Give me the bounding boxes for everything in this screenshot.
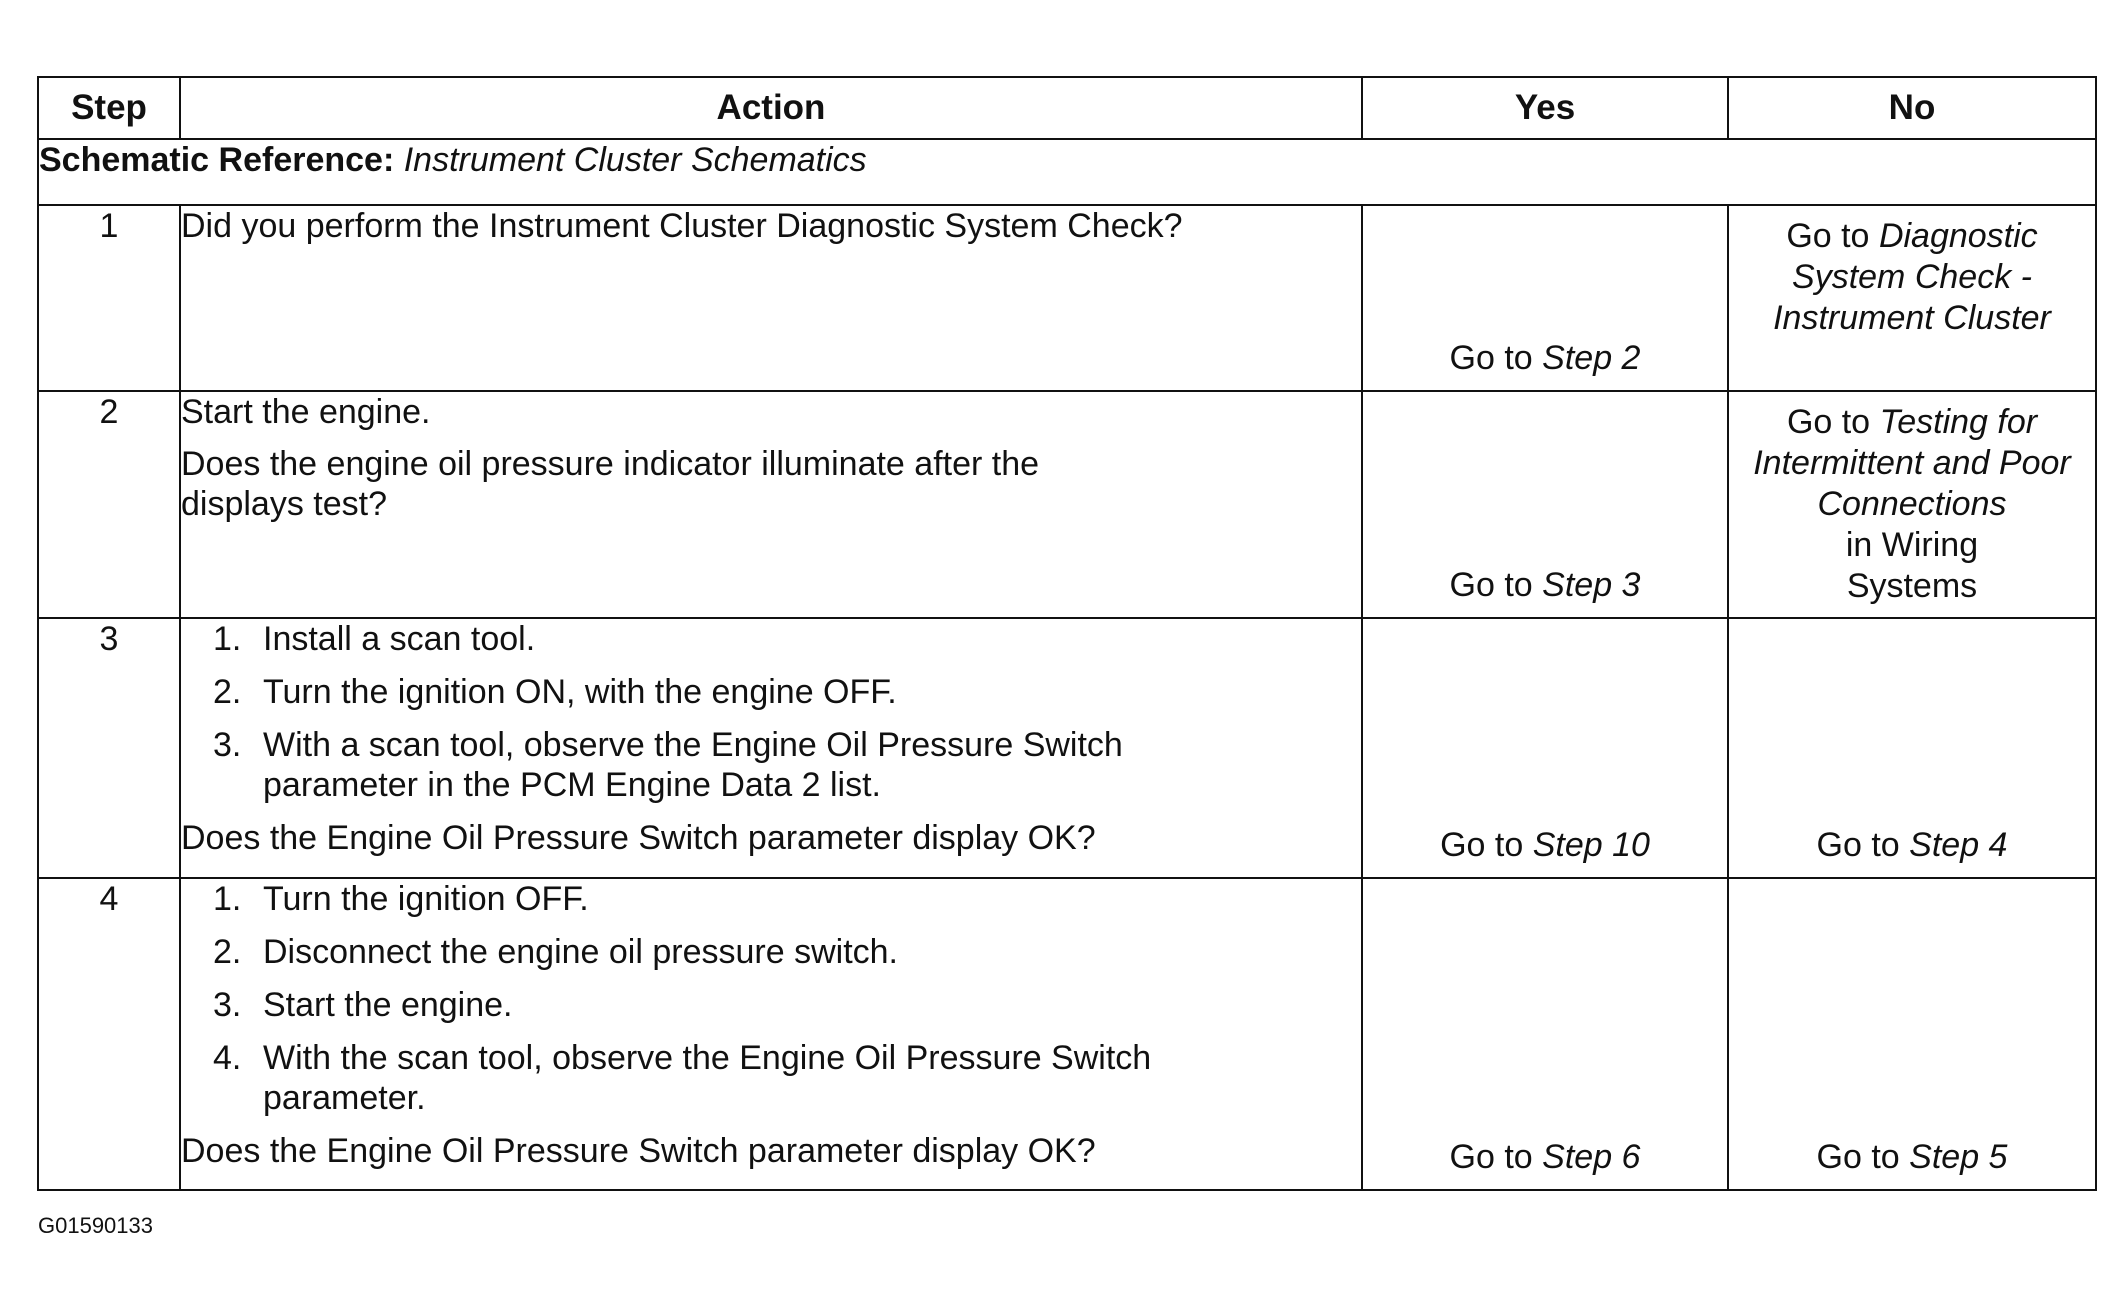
diagnostic-table: Step Action Yes No Schematic Reference: … <box>37 76 2097 1191</box>
schematic-reference-label: Schematic Reference: <box>39 141 395 179</box>
action-cell: Did you perform the Instrument Cluster D… <box>179 204 1363 392</box>
yes-target[interactable]: Go to Step 3 <box>1449 566 1641 604</box>
action-question: Did you perform the Instrument Cluster D… <box>181 207 1183 245</box>
no-cell: Go to Step 5 <box>1727 877 2097 1191</box>
header-action: Action <box>179 76 1363 140</box>
action-steps: 1.Turn the ignition OFF. 2.Disconnect th… <box>181 879 1361 1118</box>
yes-target[interactable]: Go to Step 2 <box>1449 339 1641 377</box>
no-target[interactable]: Go to Step 5 <box>1816 1138 2008 1176</box>
no-cell: Go to Step 4 <box>1727 617 2097 879</box>
action-question: Does the Engine Oil Pressure Switch para… <box>181 1132 1096 1170</box>
table-row: 3 1.Install a scan tool. 2.Turn the igni… <box>37 617 2097 879</box>
action-cell: 1.Turn the ignition OFF. 2.Disconnect th… <box>179 877 1363 1191</box>
list-item: 2.Disconnect the engine oil pressure swi… <box>213 933 898 971</box>
action-instruction: Start the engine. <box>181 393 431 431</box>
table-row: 2 Start the engine. Does the engine oil … <box>37 390 2097 619</box>
figure-id: G01590133 <box>38 1213 153 1238</box>
action-cell: 1.Install a scan tool. 2.Turn the igniti… <box>179 617 1363 879</box>
action-question: Does the Engine Oil Pressure Switch para… <box>181 819 1096 857</box>
list-item: 1.Install a scan tool. <box>213 620 536 658</box>
step-number: 4 <box>37 877 181 1191</box>
list-item: 3.Start the engine. <box>213 986 513 1024</box>
action-question: Does the engine oil pressure indicator i… <box>181 445 1040 523</box>
yes-cell: Go to Step 3 <box>1361 390 1729 619</box>
no-cell: Go to Diagnostic System Check - Instrume… <box>1727 204 2097 392</box>
yes-cell: Go to Step 2 <box>1361 204 1729 392</box>
list-item: 3.With a scan tool, observe the Engine O… <box>213 726 1123 804</box>
step-number: 3 <box>37 617 181 879</box>
schematic-reference-link[interactable]: Instrument Cluster Schematics <box>403 141 867 179</box>
action-cell: Start the engine. Does the engine oil pr… <box>179 390 1363 619</box>
yes-cell: Go to Step 6 <box>1361 877 1729 1191</box>
list-item: 4.With the scan tool, observe the Engine… <box>213 1039 1152 1117</box>
schematic-reference-row: Schematic Reference: Instrument Cluster … <box>37 138 2097 206</box>
yes-target[interactable]: Go to Step 10 <box>1440 826 1650 864</box>
header-no: No <box>1727 76 2097 140</box>
table-row: 1 Did you perform the Instrument Cluster… <box>37 204 2097 392</box>
header-row: Step Action Yes No <box>37 76 2097 140</box>
yes-cell: Go to Step 10 <box>1361 617 1729 879</box>
list-item: 2.Turn the ignition ON, with the engine … <box>213 673 897 711</box>
schematic-reference: Schematic Reference: Instrument Cluster … <box>37 138 2097 206</box>
step-number: 2 <box>37 390 181 619</box>
step-number: 1 <box>37 204 181 392</box>
no-target[interactable]: Go to Diagnostic System Check - Instrume… <box>1773 217 2051 337</box>
no-target[interactable]: Go to Step 4 <box>1816 826 2008 864</box>
header-yes: Yes <box>1361 76 1729 140</box>
yes-target[interactable]: Go to Step 6 <box>1449 1138 1641 1176</box>
table-row: 4 1.Turn the ignition OFF. 2.Disconnect … <box>37 877 2097 1191</box>
no-cell: Go to Testing for Intermittent and Poor … <box>1727 390 2097 619</box>
header-step: Step <box>37 76 181 140</box>
action-steps: 1.Install a scan tool. 2.Turn the igniti… <box>181 619 1361 805</box>
list-item: 1.Turn the ignition OFF. <box>213 880 589 918</box>
no-target[interactable]: Go to Testing for Intermittent and Poor … <box>1753 403 2071 605</box>
